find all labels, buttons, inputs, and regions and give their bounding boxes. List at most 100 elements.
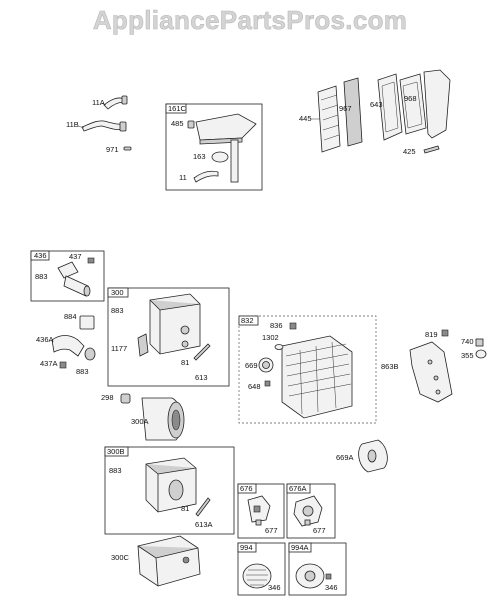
part-11-hose[interactable] <box>193 170 219 183</box>
label-436A: 436A <box>36 335 54 344</box>
part-445-filter-element[interactable] <box>317 85 341 153</box>
label-648: 648 <box>248 382 261 391</box>
label-437: 437 <box>69 252 82 261</box>
group-676-box <box>237 483 285 539</box>
group-161C-tag <box>165 103 187 114</box>
part-437A-bolt[interactable] <box>59 361 67 369</box>
label-967: 967 <box>339 104 352 113</box>
group-676-label: 676 <box>240 484 253 493</box>
part-994-spark-arrestor[interactable] <box>242 563 272 589</box>
label-669: 669 <box>245 361 258 370</box>
part-300B-muffler[interactable] <box>145 457 197 513</box>
label-883d: 883 <box>109 466 122 475</box>
label-968: 968 <box>404 94 417 103</box>
part-425-screw[interactable] <box>423 145 440 154</box>
group-436-tag <box>30 250 50 261</box>
label-300A: 300A <box>131 417 149 426</box>
part-648-screw[interactable] <box>264 380 271 387</box>
part-436-exhaust-elbow[interactable] <box>57 261 91 297</box>
part-884-gasket[interactable] <box>79 315 95 330</box>
label-613A: 613A <box>195 520 213 529</box>
part-677a-screw[interactable] <box>255 519 262 526</box>
part-11A-hose[interactable] <box>103 95 128 110</box>
label-1177: 1177 <box>111 344 127 353</box>
group-994-tag <box>237 542 257 553</box>
label-677b: 677 <box>313 526 326 535</box>
group-300-box <box>107 287 230 387</box>
part-81b-screw[interactable] <box>195 497 211 517</box>
group-300B-box <box>104 446 235 535</box>
part-740-nut[interactable] <box>475 338 484 347</box>
part-163-gasket[interactable] <box>211 151 229 163</box>
part-436A-exhaust-pipe[interactable] <box>51 335 96 361</box>
part-300C-muffler[interactable] <box>137 535 201 587</box>
part-677b-screw[interactable] <box>304 519 311 526</box>
label-298: 298 <box>101 393 114 402</box>
part-437-bolt[interactable] <box>87 257 95 264</box>
part-968-panel[interactable] <box>399 73 427 135</box>
part-967-pre-cleaner[interactable] <box>343 77 363 147</box>
part-863B-bracket[interactable] <box>409 341 453 403</box>
label-300C: 300C <box>111 553 130 562</box>
group-676A-tag <box>286 483 311 494</box>
group-994A-box <box>288 542 347 596</box>
group-300-tag <box>107 287 129 298</box>
label-883b: 883 <box>111 306 124 315</box>
label-863B: 863B <box>381 362 399 371</box>
part-81-screw[interactable] <box>193 343 211 361</box>
label-740: 740 <box>461 337 474 346</box>
label-355: 355 <box>461 351 474 360</box>
label-819: 819 <box>425 330 438 339</box>
part-housing-cover[interactable] <box>423 69 451 139</box>
part-836-nut[interactable] <box>289 322 297 330</box>
group-994-label: 994 <box>240 543 253 552</box>
part-669-ring[interactable] <box>258 357 274 373</box>
group-676A-box <box>286 483 336 539</box>
part-832-air-cleaner-screen[interactable] <box>281 335 353 419</box>
label-11B: 11B <box>66 120 79 129</box>
group-676A-label: 676A <box>289 484 307 493</box>
part-1177-bracket[interactable] <box>137 333 149 357</box>
label-81a: 81 <box>181 358 189 367</box>
group-676-tag <box>237 483 257 494</box>
label-163: 163 <box>193 152 206 161</box>
label-81b: 81 <box>181 504 189 513</box>
group-161C-box <box>165 103 263 191</box>
label-437A: 437A <box>40 359 58 368</box>
group-994A-tag <box>288 542 312 553</box>
label-11A: 11A <box>92 98 105 107</box>
label-677a: 677 <box>265 526 278 535</box>
part-971-screw[interactable] <box>123 146 132 151</box>
watermark-text: AppliancePartsPros.com <box>93 5 407 35</box>
part-300-muffler[interactable] <box>149 293 201 355</box>
part-11B-hose[interactable] <box>81 120 127 132</box>
part-994A-spark-arrestor[interactable] <box>295 563 332 589</box>
label-346a: 346 <box>268 583 281 592</box>
part-300A-muffler[interactable] <box>141 397 185 441</box>
label-485: 485 <box>171 119 184 128</box>
part-161C-air-guide[interactable] <box>195 113 257 183</box>
part-676-deflector[interactable] <box>247 495 271 523</box>
label-1302: 1302 <box>262 333 279 342</box>
group-300-label: 300 <box>111 288 124 297</box>
label-346b: 346 <box>325 583 338 592</box>
part-355-washer[interactable] <box>475 349 487 359</box>
part-669A-plate[interactable] <box>358 439 388 473</box>
group-994-box <box>237 542 286 596</box>
label-643: 643 <box>370 100 383 109</box>
label-971: 971 <box>106 145 119 154</box>
group-832-box <box>238 315 377 424</box>
label-884: 884 <box>64 312 77 321</box>
group-436-label: 436 <box>34 251 47 260</box>
group-300B-label: 300B <box>107 447 125 456</box>
part-819-screw[interactable] <box>441 329 449 337</box>
part-676A-deflector[interactable] <box>293 495 323 527</box>
label-883c: 883 <box>76 367 89 376</box>
part-643-filter-cover[interactable] <box>377 73 403 141</box>
part-485-clip[interactable] <box>187 120 195 129</box>
label-669A: 669A <box>336 453 354 462</box>
part-298-screw[interactable] <box>120 393 131 404</box>
part-1302-washer[interactable] <box>274 344 284 350</box>
group-436-box <box>30 250 105 302</box>
